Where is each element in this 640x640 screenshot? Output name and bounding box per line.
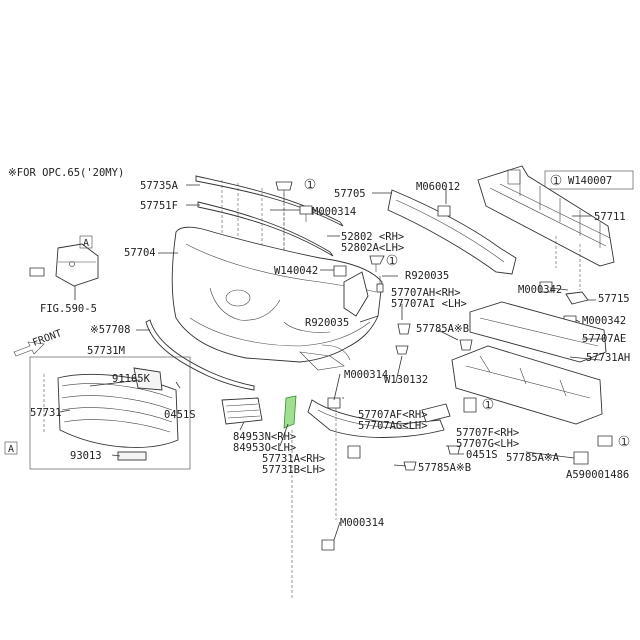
ref-mark-1: 1 bbox=[621, 437, 627, 448]
label-fig590: FIG.590-5 bbox=[40, 303, 97, 315]
bolt-icon bbox=[539, 281, 553, 293]
label-M000342-a: M000342 bbox=[518, 284, 562, 296]
label-57731B: 57731B<LH> bbox=[262, 464, 325, 476]
lower-undercover-57731AH bbox=[451, 345, 603, 425]
clip-icon bbox=[459, 339, 473, 351]
front-label: FRONT bbox=[31, 328, 63, 349]
label-57731A: 57731A<RH> bbox=[262, 453, 325, 465]
bolt-icon bbox=[327, 397, 341, 409]
bumper-face-57704 bbox=[171, 226, 383, 371]
lower-bracket-57707AF bbox=[307, 399, 445, 438]
label-0451S: 0451S bbox=[164, 409, 196, 421]
beam-57711 bbox=[477, 165, 615, 267]
clip-icon bbox=[369, 255, 385, 272]
upper-moulding-57751F bbox=[197, 201, 334, 257]
label-57751F: 57751F bbox=[140, 200, 178, 212]
clip-icon bbox=[395, 345, 409, 355]
label-57708: ※57708 bbox=[90, 324, 130, 336]
label-W130132: W130132 bbox=[384, 374, 428, 386]
reinforcement-57705 bbox=[387, 189, 517, 275]
label-M000314-top: M000314 bbox=[312, 206, 356, 218]
bolt-icon bbox=[437, 205, 451, 217]
label-57731M: 57731M bbox=[87, 345, 125, 357]
label-57735A: 57735A bbox=[140, 180, 179, 192]
label-84953O: 84953O<LH> bbox=[233, 442, 296, 454]
label-0451S-b: 0451S bbox=[466, 449, 498, 461]
label-93013: 93013 bbox=[70, 450, 102, 462]
label-57731: 57731 bbox=[30, 407, 62, 419]
upper-moulding-57735A bbox=[195, 175, 344, 227]
bolt-icon bbox=[299, 205, 313, 222]
label-57707AF: 57707AF<RH> bbox=[358, 409, 428, 421]
label-W140042: W140042 bbox=[274, 265, 318, 277]
ref-mark-a-lower: A bbox=[8, 444, 14, 455]
clip-icon bbox=[573, 451, 589, 465]
bracket-fig590 bbox=[29, 243, 99, 287]
figure-id: A590001486 bbox=[566, 469, 629, 481]
label-52802A: 52802A<LH> bbox=[341, 242, 404, 254]
ref-mark-1: 1 bbox=[389, 256, 395, 267]
label-R920035-lower: R920035 bbox=[305, 317, 349, 329]
label-M060012: M060012 bbox=[416, 181, 460, 193]
clip-icon bbox=[347, 445, 361, 459]
undercover-57707AE bbox=[469, 301, 607, 363]
label-84953N: 84953N<RH> bbox=[233, 431, 296, 443]
fog-grille-84953N bbox=[221, 397, 263, 425]
bracket-52802 bbox=[343, 271, 369, 317]
label-57707AG: 57707AG<LH> bbox=[358, 420, 428, 432]
ref-mark-1: 1 bbox=[307, 180, 313, 191]
legend-ref: 1 bbox=[553, 176, 559, 187]
label-57711: 57711 bbox=[594, 211, 626, 223]
clip-icon bbox=[463, 397, 477, 413]
bracket-57707F bbox=[421, 403, 451, 423]
label-57707AH: 57707AH<RH> bbox=[391, 287, 461, 299]
label-M000342-b: M000342 bbox=[582, 315, 626, 327]
ref-mark-a-upper: A bbox=[83, 238, 89, 249]
lower-lip-57708 bbox=[145, 319, 255, 391]
clip-icon bbox=[275, 181, 293, 202]
label-57704: 57704 bbox=[124, 247, 156, 259]
label-57707F: 57707F<RH> bbox=[456, 427, 519, 439]
label-57785AA: 57785A※A bbox=[506, 452, 560, 464]
side-moulding-57731A bbox=[283, 395, 297, 429]
label-R920035-upper: R920035 bbox=[405, 270, 449, 282]
label-57715: 57715 bbox=[598, 293, 630, 305]
clip-icon bbox=[397, 323, 411, 335]
front-arrow-icon: FRONT bbox=[13, 328, 63, 357]
legend-code: W140007 bbox=[568, 175, 612, 187]
label-57785AB-lower: 57785A※B bbox=[418, 462, 471, 474]
clip-icon bbox=[376, 276, 384, 293]
clip-icon bbox=[333, 265, 347, 277]
label-M000314-mid: M000314 bbox=[344, 369, 388, 381]
label-M000314-bottom: M000314 bbox=[340, 517, 384, 529]
label-57785AB-upper: 57785A※B bbox=[416, 323, 469, 335]
label-57707AI: 57707AI <LH> bbox=[391, 298, 467, 310]
clip-icon bbox=[403, 461, 417, 471]
grille-assembly-box bbox=[29, 356, 191, 470]
label-57731AH: 57731AH bbox=[586, 352, 630, 364]
label-57705: 57705 bbox=[334, 188, 366, 200]
label-57707G: 57707G<LH> bbox=[456, 438, 519, 450]
option-note: ※FOR OPC.65('20MY) bbox=[8, 167, 124, 179]
label-91165K: 91165K bbox=[112, 373, 151, 385]
bracket-57715 bbox=[565, 291, 589, 305]
ref-mark-1: 1 bbox=[485, 400, 491, 411]
bolt-icon bbox=[321, 539, 335, 551]
label-57707AE: 57707AE bbox=[582, 333, 626, 345]
legend-box: 1 W140007 bbox=[544, 170, 634, 190]
label-52802: 52802 <RH> bbox=[341, 231, 404, 243]
clip-icon bbox=[597, 435, 613, 447]
